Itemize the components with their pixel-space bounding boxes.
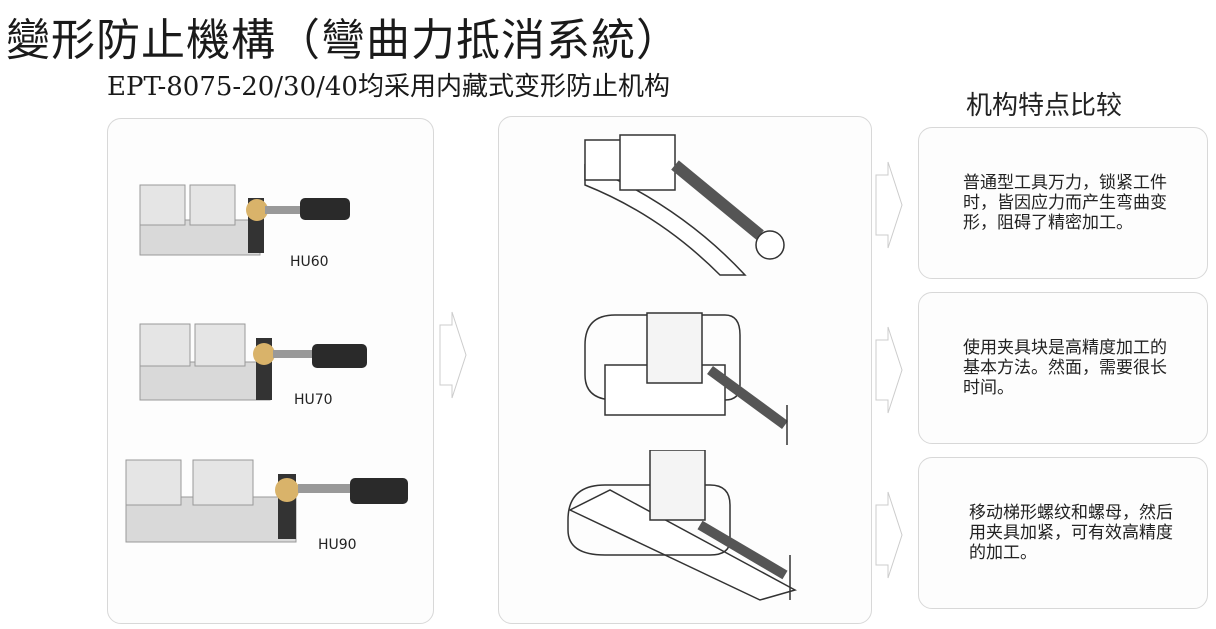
chevron-right-icon [875,161,903,249]
comparison-text: 使用夹具块是高精度加工的基本方法。然面，需要很长时间。 [963,338,1167,398]
subtitle: EPT-8075-20/30/40均采用内藏式变形防止机构 [107,72,670,102]
product-label-hu60: HU60 [290,254,329,270]
diagram-clamp-block [584,312,788,445]
vise-image-hu90 [125,459,408,543]
vise-image-hu70 [139,323,367,401]
vise-image-hu60 [139,184,350,256]
comparison-box-clamp-block: 使用夹具块是高精度加工的基本方法。然面，需要很长时间。 [918,292,1208,444]
comparison-box-built-in: 移动梯形螺纹和螺母，然后用夹具加紧，可有效高精度的加工。 [918,457,1208,609]
diagram-built-in-mechanism [567,450,797,601]
product-label-hu70: HU70 [294,392,333,408]
chevron-right-icon [875,491,903,579]
comparison-box-standard: 普通型工具万力，锁紧工件时，皆因应力而产生弯曲变形，阻碍了精密加工。 [918,127,1208,279]
comparison-text: 普通型工具万力，锁紧工件时，皆因应力而产生弯曲变形，阻碍了精密加工。 [963,173,1167,233]
comparison-text: 移动梯形螺纹和螺母，然后用夹具加紧，可有效高精度的加工。 [969,503,1173,563]
product-label-hu90: HU90 [318,537,357,553]
diagram-standard-vise [584,134,785,276]
chevron-right-icon [875,326,903,414]
page-title: 變形防止機構（彎曲力抵消系統） [6,15,681,66]
chevron-right-icon [439,311,467,399]
comparison-title: 机构特点比较 [966,91,1123,121]
